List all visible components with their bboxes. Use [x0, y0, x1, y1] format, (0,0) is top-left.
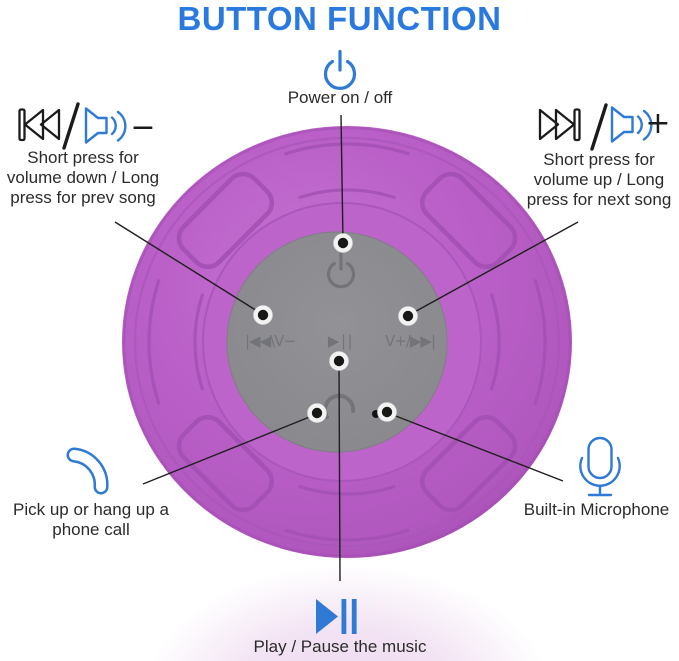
callout-line-phone — [142, 413, 318, 485]
volume-down-label: Short press for volume down / Long press… — [6, 148, 160, 207]
speaker-reflection — [150, 565, 544, 661]
callout-dot-phone — [307, 403, 327, 423]
callout-line-play — [338, 361, 341, 582]
callout-dot-microphone — [377, 402, 397, 422]
callout-line-power — [340, 114, 344, 243]
minus-symbol: − — [130, 110, 155, 145]
callout-dot-power — [333, 233, 353, 253]
power-label: Power on / off — [287, 88, 393, 107]
callout-dot-play — [329, 351, 349, 371]
prev-track-icon — [18, 108, 61, 142]
panel-power-glyph — [326, 251, 356, 289]
callout-line-volume-up — [408, 221, 579, 316]
page-title: BUTTON FUNCTION — [177, 0, 502, 37]
play-pause-label: Play / Pause the music — [253, 637, 427, 656]
microphone-icon — [579, 436, 621, 497]
next-track-volume-up-icon: + — [538, 103, 671, 151]
panel-markings: |◀◀\V− ▶|| V+/▶▶| — [245, 332, 436, 350]
prev-track-volume-down-icon: − — [18, 102, 156, 150]
slash-divider — [62, 102, 80, 150]
callout-dots — [253, 233, 418, 423]
tread-blocks — [176, 171, 518, 513]
panel-marking-play-pause: ▶|| — [328, 332, 354, 350]
volume-up-label: Short press for volume up / Long press f… — [526, 150, 672, 209]
play-pause-icon — [316, 599, 357, 634]
plus-symbol: + — [645, 106, 670, 141]
phone-handset-icon — [66, 447, 109, 495]
callout-line-microphone — [387, 412, 564, 482]
speaker-outer-groove — [133, 136, 561, 548]
callout-lines — [114, 114, 579, 582]
speaker-rim-groove — [122, 126, 572, 558]
speaker-volume-icon — [84, 107, 127, 144]
panel-marking-prev-volume-down: |◀◀\V− — [245, 332, 295, 350]
microphone-label: Built-in Microphone — [523, 500, 670, 519]
panel-marking-volume-up-next: V+/▶▶| — [385, 332, 435, 350]
speaker-device: |◀◀\V− ▶|| V+/▶▶| — [122, 126, 572, 558]
slash-divider — [590, 103, 608, 151]
callout-dot-volume-up — [398, 306, 418, 326]
callout-line-volume-down — [114, 221, 263, 315]
control-panel — [226, 231, 448, 453]
speaker-volume-icon — [610, 106, 653, 143]
phone-label: Pick up or hang up a phone call — [13, 500, 169, 539]
next-track-icon — [538, 108, 581, 142]
tread-grooves — [147, 142, 547, 542]
callout-dot-volume-down — [253, 305, 273, 325]
power-icon — [323, 49, 357, 91]
